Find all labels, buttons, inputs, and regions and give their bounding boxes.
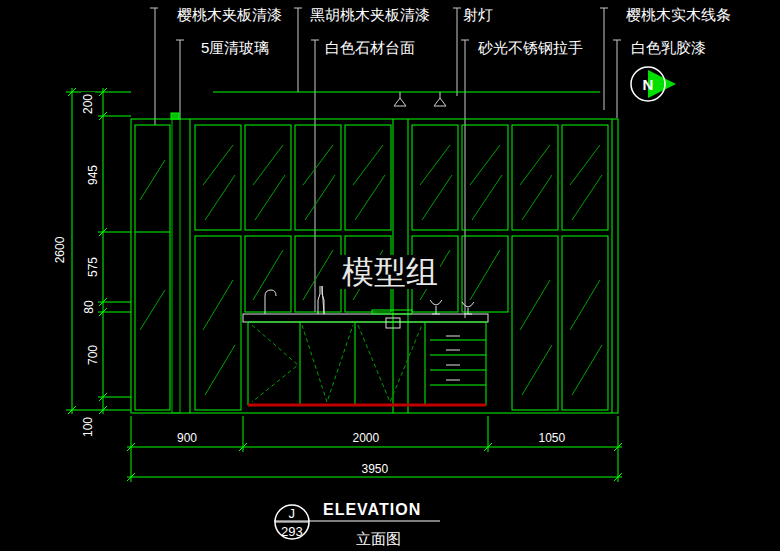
north-label: N xyxy=(643,77,654,92)
note-label: 樱桃木实木线条 xyxy=(624,6,733,23)
dimension: 575 xyxy=(86,255,100,279)
dimension-lines xyxy=(66,88,622,482)
dimension: 1050 xyxy=(537,431,568,445)
title-underline xyxy=(274,521,440,522)
dimension: 2000 xyxy=(351,431,382,445)
note-label: 砂光不锈钢拉手 xyxy=(476,39,585,56)
sheet-letter: J xyxy=(289,507,296,520)
note-label: 白色乳胶漆 xyxy=(629,39,708,56)
leader-lines xyxy=(150,8,621,318)
dimension: 900 xyxy=(175,431,199,445)
dimension: 945 xyxy=(86,163,100,187)
dimension: 700 xyxy=(86,343,100,367)
sheet-number: 293 xyxy=(281,525,303,538)
view-title: ELEVATION xyxy=(321,501,423,519)
note-label: 5厘清玻璃 xyxy=(199,39,271,56)
spotlights xyxy=(394,92,446,106)
watermark: 模型组 xyxy=(340,255,440,289)
note-label: 白色石材台面 xyxy=(323,39,417,56)
note-label: 黑胡桃木夹板清漆 xyxy=(308,6,432,23)
dimension: 3950 xyxy=(360,462,391,476)
kitchen-counter xyxy=(243,286,488,405)
north-arrow: N xyxy=(630,66,666,102)
note-label: 樱桃木夹板清漆 xyxy=(175,6,284,23)
ceiling-and-frame xyxy=(131,92,618,413)
detail-bubble: J 293 xyxy=(274,504,310,540)
dimension: 200 xyxy=(81,92,95,116)
view-caption: 立面图 xyxy=(354,530,403,547)
dimension: 100 xyxy=(81,415,95,439)
dimension: 80 xyxy=(81,298,95,315)
dimension: 2600 xyxy=(53,235,67,266)
note-label: 射灯 xyxy=(461,6,495,23)
glass-panels xyxy=(195,125,608,410)
